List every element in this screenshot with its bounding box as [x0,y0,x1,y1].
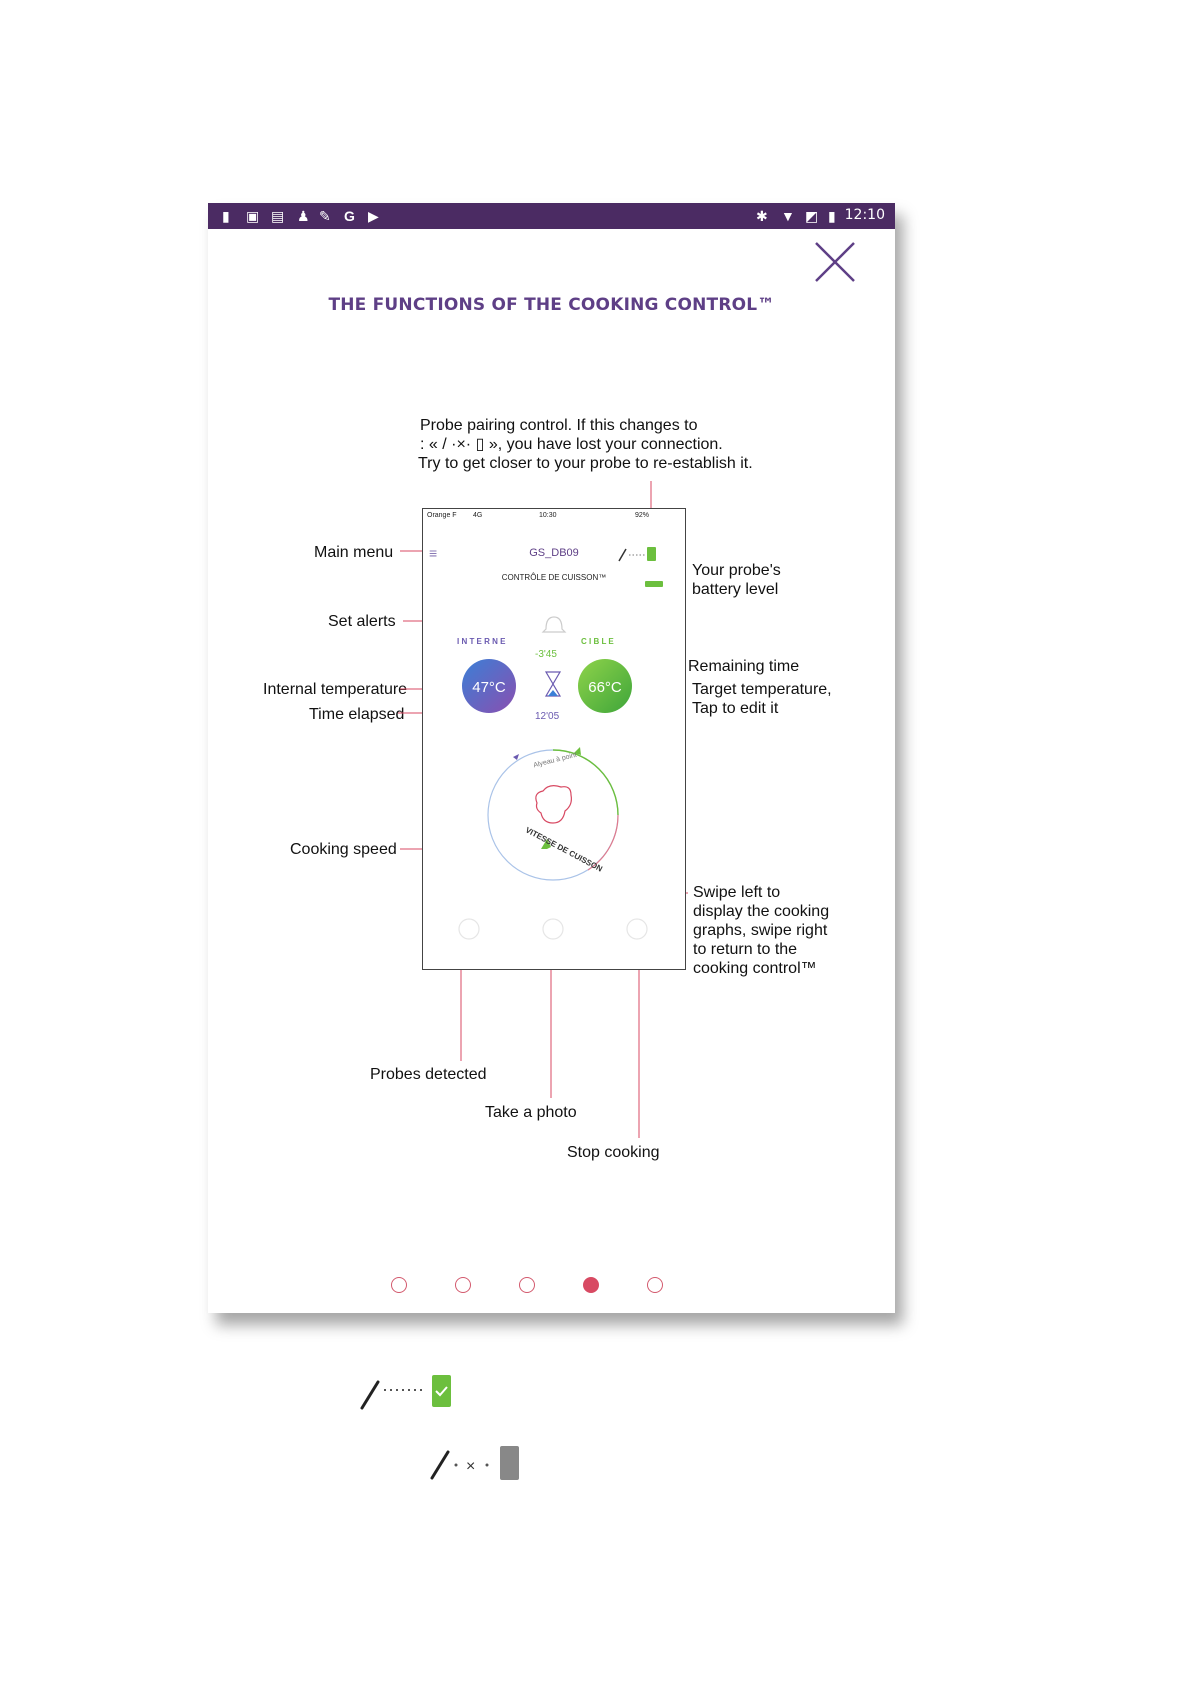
cow-icon [535,785,572,824]
download-icon: ▤ [271,208,285,224]
target-temp-value[interactable]: 66°C [588,679,622,696]
annotation-swipe-1: Swipe left to [693,884,781,901]
phone-battery-percent: 92% [635,512,650,519]
camera-icon[interactable] [542,918,564,940]
annotation-battery-1: Your probe's [692,562,781,579]
play-store-icon: ▶ [368,208,379,224]
target-temp-circle[interactable] [578,659,632,713]
label-internal: I N T E R N E [457,637,506,646]
page-title: THE FUNCTIONS OF THE COOKING CONTROL™ [328,295,775,315]
elapsed-time-value: 12'05 [535,711,560,722]
annotation-remaining-time: Remaining time [688,658,800,675]
annotation-take-photo: Take a photo [485,1104,577,1121]
annotation-internal-temperature: Internal temperature [263,681,408,698]
annotation-battery-2: battery level [692,581,779,598]
page-dot-1[interactable] [391,1277,407,1293]
probe-battery-icon [645,581,663,587]
annotation-main-menu: Main menu [314,544,394,561]
phone-mockup: Orange F 4G 10:30 92% ≡ GS_DB09 CONTRÔLE… [422,508,686,970]
annotation-probe-pairing-3: Try to get closer to your probe to re-es… [418,455,753,472]
phone-network: 4G [473,512,483,519]
image-icon: ▣ [246,208,260,224]
status-bar: ▮ ▣ ▤ ♟ ✎ G ▶ ✱ ▼ ◩ ▮ 12:10 [208,203,895,229]
close-icon[interactable] [814,241,856,283]
page-dot-4[interactable] [583,1277,599,1293]
annotation-stop-cooking: Stop cooking [567,1144,660,1161]
annotation-probe-pairing-2: : « / ·×· ▯ », you have lost your connec… [420,436,723,453]
internal-temp-value: 47°C [472,679,506,696]
annotation-probes-detected: Probes detected [370,1066,487,1083]
page-dot-2[interactable] [455,1277,471,1293]
no-sim-icon: ◩ [805,208,819,224]
annotation-set-alerts: Set alerts [328,613,396,630]
bell-icon[interactable] [541,616,567,633]
battery-icon: ▮ [828,208,836,224]
annotation-swipe-5: cooking control™ [693,960,817,977]
battery-alert-icon: ▮ [222,208,230,224]
annotation-swipe-3: graphs, swipe right [693,922,828,939]
phone-time: 10:30 [539,512,557,519]
status-clock: 12:10 [844,207,885,223]
annotation-time-elapsed: Time elapsed [309,706,405,723]
internal-temp-circle [462,659,516,713]
screen-title: CONTRÔLE DE CUISSON™ [501,573,607,582]
stop-icon[interactable] [626,918,648,940]
probe-disconnected-icon: × [430,1446,519,1480]
probes-detected-icon[interactable] [458,918,480,940]
phone-graphics [458,547,663,940]
probe-connected-icon [360,1375,451,1410]
page-dot-5[interactable] [647,1277,663,1293]
phone-carrier: Orange F [427,512,457,519]
hamburger-menu-icon[interactable]: ≡ [429,545,438,561]
annotation-swipe-4: to return to the [693,941,798,958]
probe-link-icon [618,547,656,562]
google-icon: G [344,208,355,224]
tablet-screen: ▮ ▣ ▤ ♟ ✎ G ▶ ✱ ▼ ◩ ▮ 12:10 THE FUNCTION… [208,203,895,1313]
annotation-target-temperature-2: Tap to edit it [692,700,779,717]
annotation-swipe-2: display the cooking [693,903,830,920]
device-name: GS_DB09 [529,547,579,559]
svg-text:×: × [466,1458,475,1475]
remaining-time-value: -3'45 [535,649,557,660]
label-target: C I B L E [581,637,614,646]
hourglass-icon [544,671,562,697]
person-icon: ♟ [297,208,310,224]
wrench-icon: ✎ [319,208,331,224]
annotation-probe-pairing-1: Probe pairing control. If this changes t… [420,417,698,434]
bluetooth-icon: ✱ [756,208,768,224]
wifi-icon: ▼ [781,208,795,224]
annotation-cooking-speed: Cooking speed [290,841,397,858]
annotation-target-temperature-1: Target temperature, [692,681,832,698]
page-dot-3[interactable] [519,1277,535,1293]
